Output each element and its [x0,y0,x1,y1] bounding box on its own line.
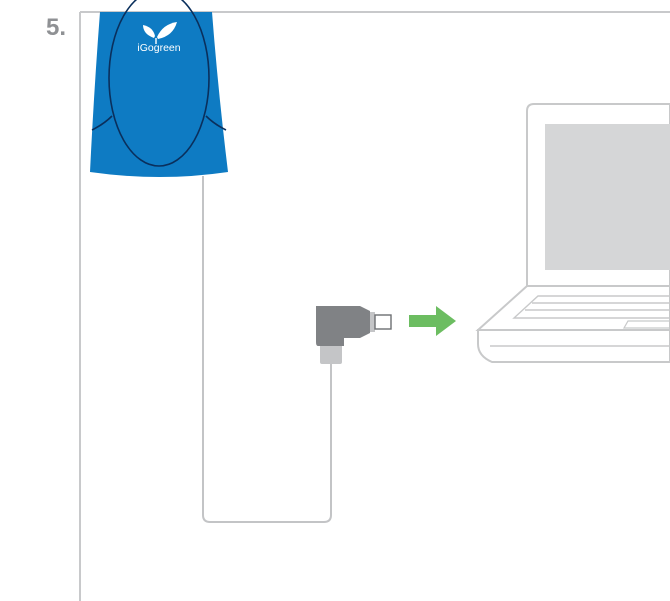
connector-ring [370,312,375,332]
igo-green-adapter: iGogreen [90,0,228,177]
laptop-screen [545,124,670,270]
connector-pin [375,315,391,329]
arrow-right-icon [409,306,456,336]
laptop-icon [478,104,670,362]
laptop-base-top [478,286,670,330]
connector-body [316,306,370,346]
power-cable [203,176,331,522]
right-angle-power-tip-icon [316,306,391,364]
adapter-brand-logo: iGogreen [137,42,180,54]
